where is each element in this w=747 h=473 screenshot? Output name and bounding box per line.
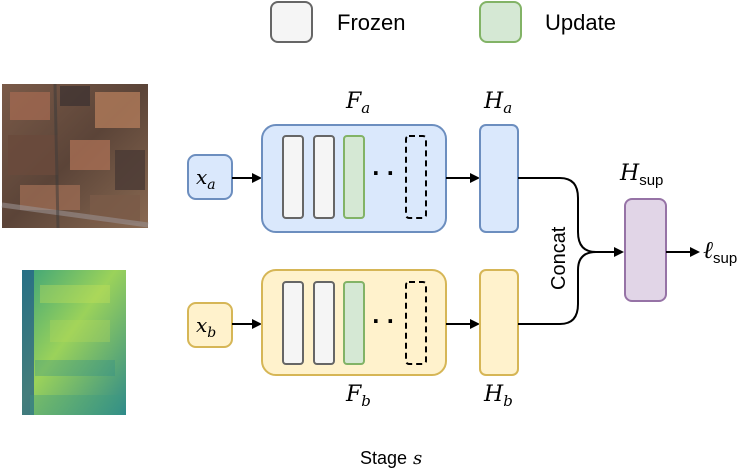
legend-frozen-label: Frozen: [337, 10, 405, 35]
head-ha-box: [479, 124, 519, 233]
concat-connector-top: [518, 177, 624, 257]
fa-frozen-layer-2: [313, 135, 335, 219]
input-xa-label: xa: [196, 165, 216, 193]
hyperspectral-image: [22, 270, 126, 415]
aerial-image: [1, 83, 149, 229]
legend-update-swatch: [479, 1, 522, 43]
branch-b: xb · · Fb Hb: [187, 269, 519, 410]
fb-frozen-layer-1: [282, 281, 304, 365]
fusion: Concat Hsup ℓsup: [518, 161, 737, 325]
input-xb-label: xb: [196, 313, 216, 341]
fb-frozen-layer-2: [313, 281, 335, 365]
branch-a: xa Fa · · Ha: [187, 89, 519, 233]
fb-update-layer: [343, 281, 365, 365]
encoder-fa-label: Fa: [345, 89, 370, 117]
concat-label: Concat: [548, 226, 570, 290]
fb-ellipsis: · ·: [372, 309, 394, 333]
legend-frozen-swatch: [270, 1, 313, 43]
concat-connector-bottom: [518, 251, 597, 325]
fa-update-layer: [343, 135, 365, 219]
fa-ellipsis: · ·: [372, 161, 394, 185]
fa-frozen-layer-1: [282, 135, 304, 219]
loss-label: ℓsup: [703, 236, 737, 267]
head-hsup-label: Hsup: [619, 161, 663, 189]
head-hb-box: [479, 269, 519, 376]
encoder-fb-label: Fb: [345, 382, 371, 410]
head-hb-label: Hb: [483, 382, 513, 410]
head-hsup-box: [624, 198, 667, 302]
head-ha-label: Ha: [483, 89, 512, 117]
legend-update-label: Update: [545, 10, 616, 35]
fb-optional-layer: [405, 281, 427, 365]
fa-optional-layer: [405, 135, 427, 219]
legend: Frozen Update: [270, 1, 616, 43]
